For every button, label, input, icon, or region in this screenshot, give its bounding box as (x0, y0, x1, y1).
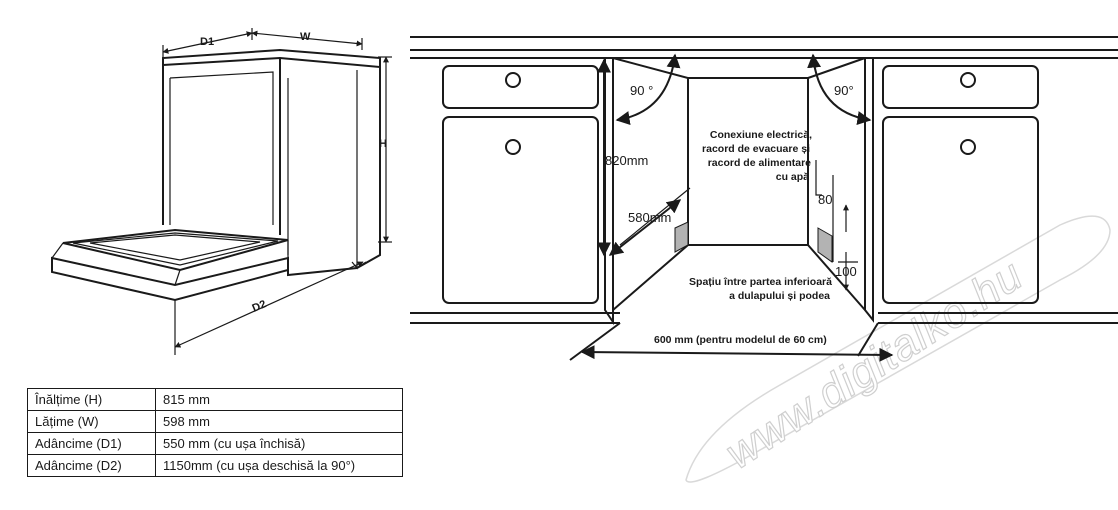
spec-label: Adâncime (D1) (27, 432, 156, 455)
spec-value: 598 mm (155, 410, 403, 433)
dim-100-label: 100 (835, 264, 857, 279)
angle-right-label: 90° (834, 83, 854, 98)
gap-line-2: a dulapului și podea (729, 290, 830, 302)
spec-label: Adâncime (D2) (27, 454, 156, 477)
connection-line-4: cu apă (776, 171, 809, 183)
spec-value: 815 mm (155, 388, 403, 411)
width-label: 600 mm (pentru modelul de 60 cm) (654, 334, 827, 346)
label-d2: D2 (251, 298, 269, 315)
label-w: W (300, 31, 311, 43)
label-h: H (379, 138, 387, 150)
cabinet-drawing: 90 ° 90° 820mm 580mm Conexiune electrică… (410, 36, 1118, 362)
dim-80-label: 80 (818, 192, 832, 207)
table-row: Lățime (W) 598 mm (27, 410, 403, 433)
gap-line-1: Spațiu între partea inferioară (689, 276, 832, 288)
connection-line-3: racord de alimentare (708, 157, 811, 169)
label-d1: D1 (200, 36, 214, 48)
height-label: 820mm (605, 153, 648, 168)
spec-value: 550 mm (cu ușa închisă) (155, 432, 403, 455)
connection-line-1: Conexiune electrică, (710, 129, 812, 141)
dishwasher-drawing: D1 W H D2 (51, 28, 392, 355)
connection-line-2: racord de evacuare și (702, 143, 810, 155)
specs-table: Înălțime (H) 815 mm Lățime (W) 598 mm Ad… (27, 388, 403, 477)
spec-label: Înălțime (H) (27, 388, 156, 411)
watermark: www.digitalko.hu (685, 215, 1111, 483)
spec-label: Lățime (W) (27, 410, 156, 433)
depth-label: 580mm (628, 210, 671, 225)
table-row: Înălțime (H) 815 mm (27, 388, 403, 411)
table-row: Adâncime (D1) 550 mm (cu ușa închisă) (27, 432, 403, 455)
spec-value: 1150mm (cu ușa deschisă la 90°) (155, 454, 403, 477)
table-row: Adâncime (D2) 1150mm (cu ușa deschisă la… (27, 454, 403, 477)
angle-left-label: 90 ° (630, 83, 653, 98)
dishwasher-body (162, 48, 381, 277)
